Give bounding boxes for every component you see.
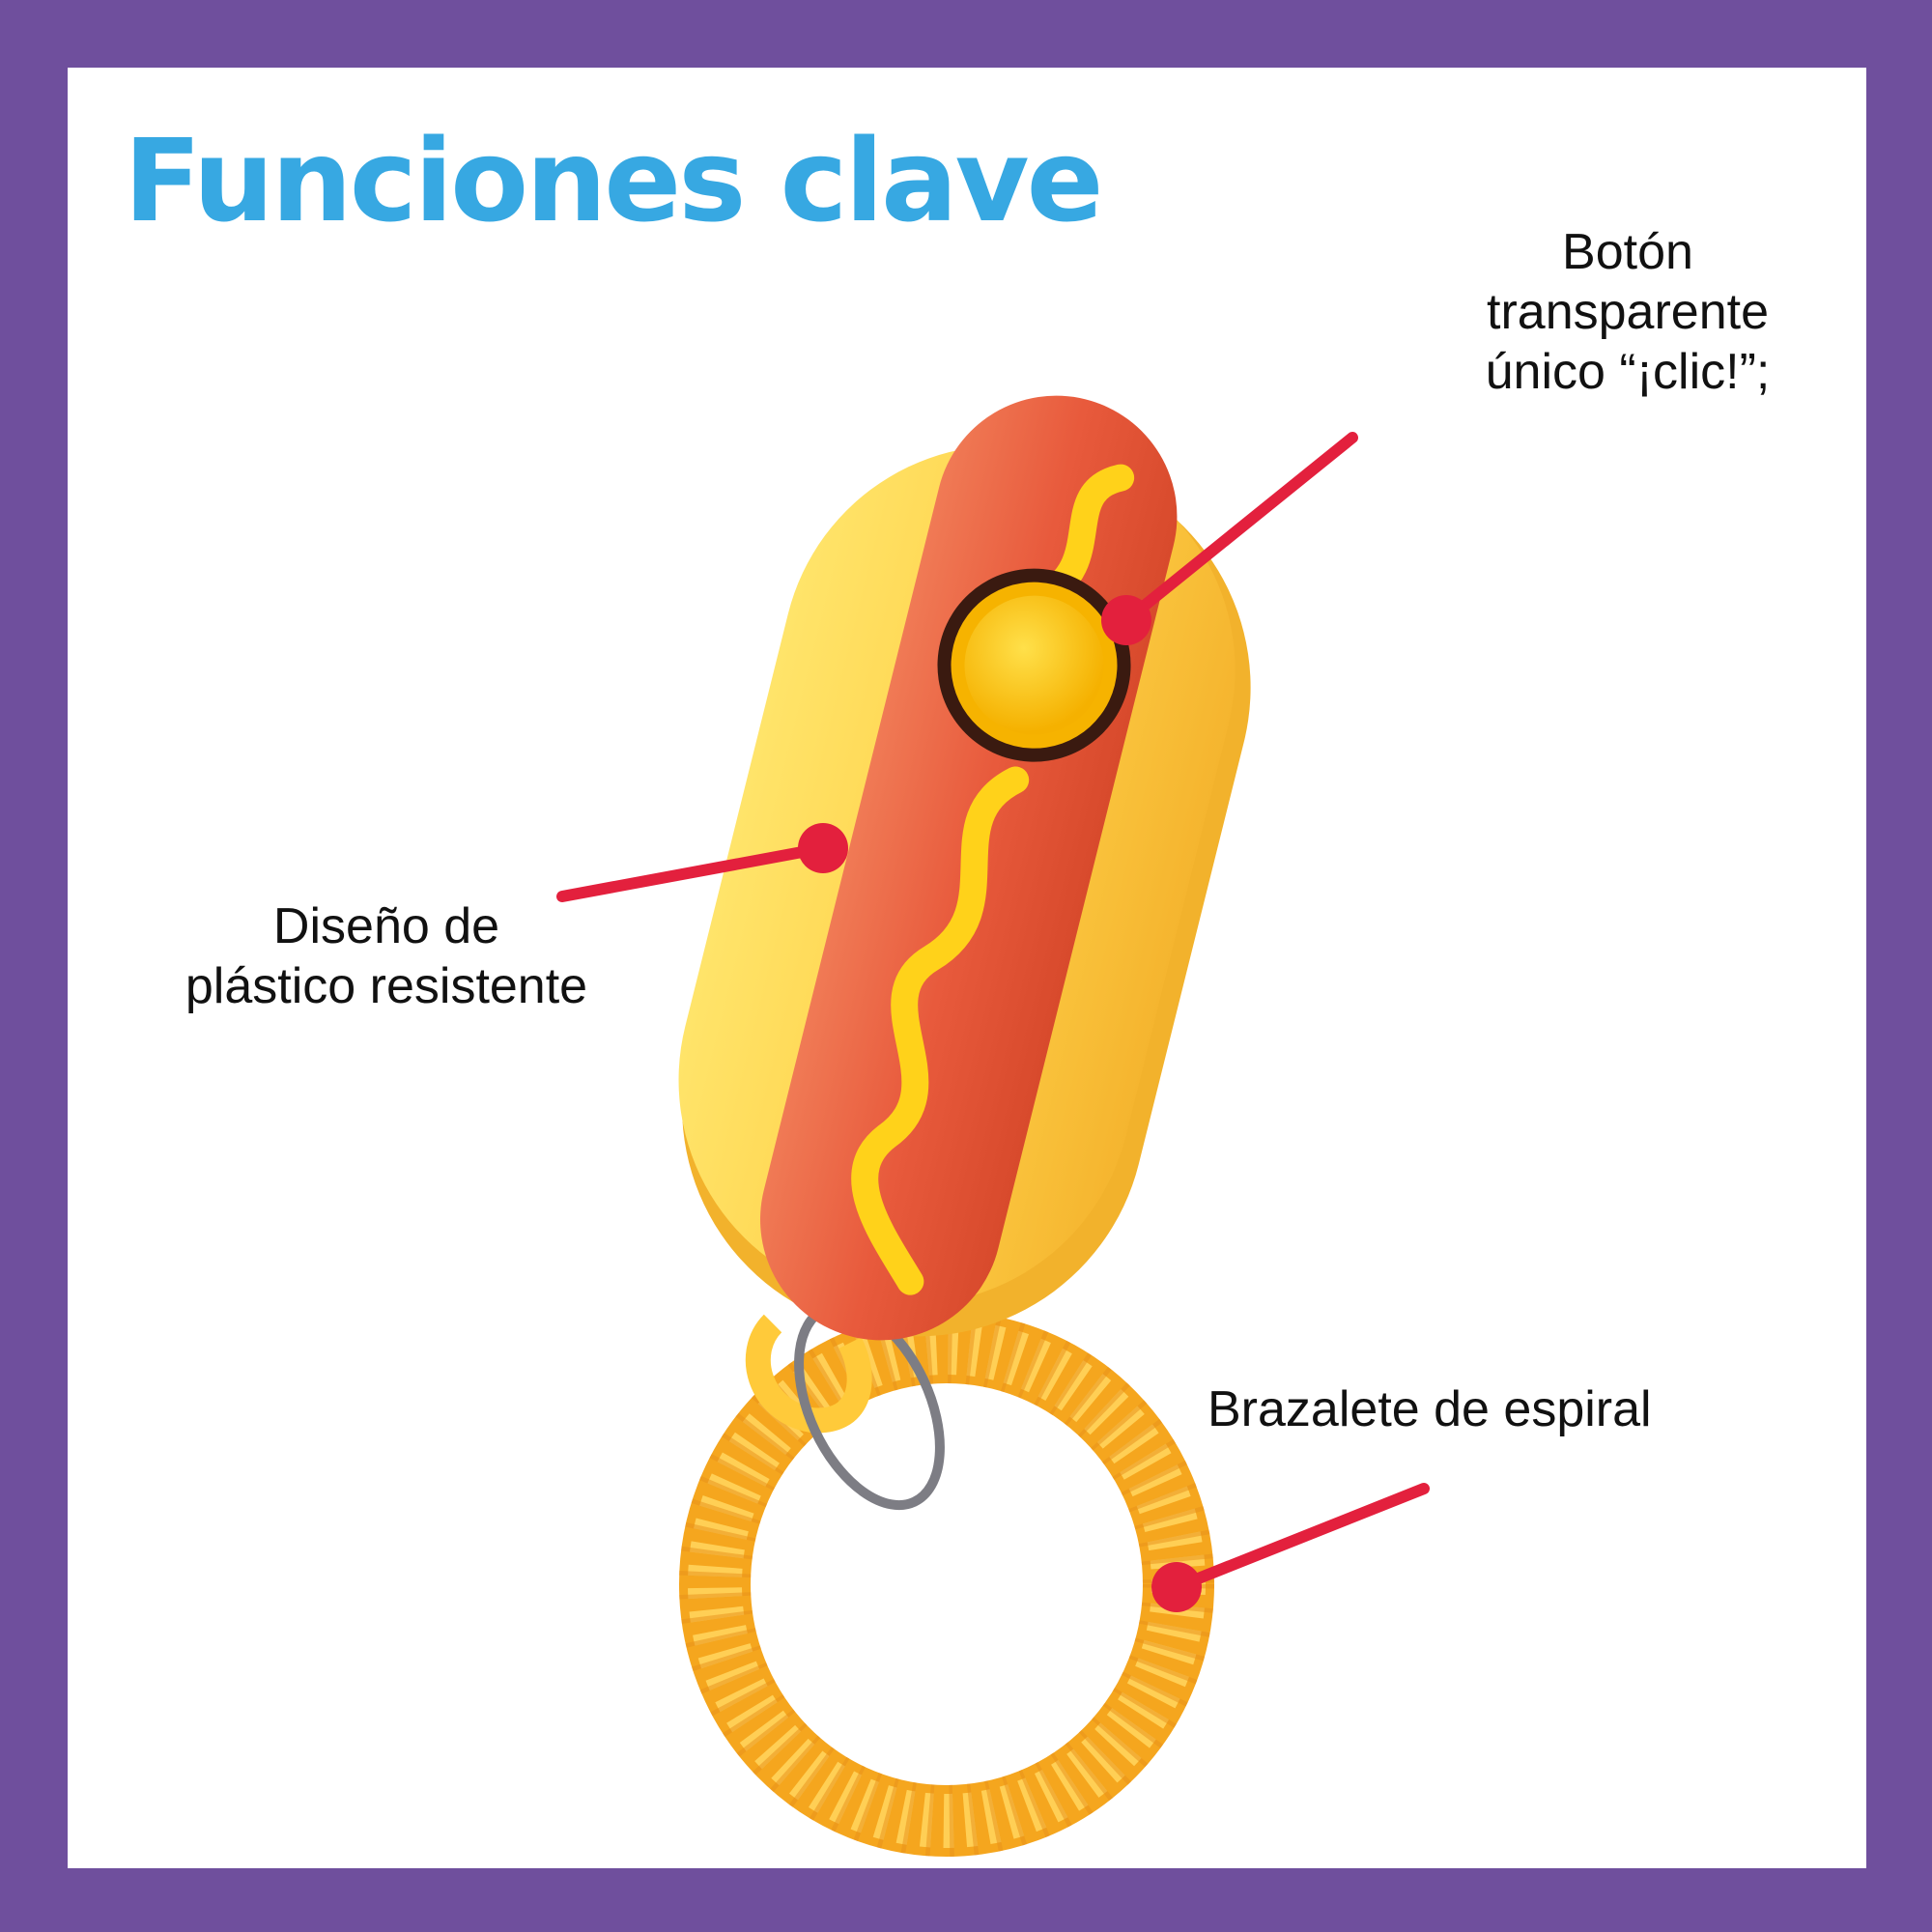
callout-label-line: único “¡clic!”; — [1485, 344, 1771, 400]
callout-label-button: Botón transparente único “¡clic!”; — [1391, 222, 1864, 402]
callout-label-line: Brazalete de espiral — [1208, 1381, 1652, 1437]
callout-coil — [1151, 1483, 1430, 1612]
callout-label-line: Diseño de — [272, 898, 500, 954]
callout-plastic — [556, 823, 848, 902]
callout-label-line: plástico resistente — [185, 958, 588, 1014]
page-title: Funciones clave — [124, 114, 1104, 247]
callout-label-coil: Brazalete de espiral — [1208, 1379, 1768, 1439]
callout-label-line: transparente — [1487, 284, 1769, 340]
click-button-icon[interactable] — [950, 581, 1119, 750]
hot-dog-clicker-icon — [678, 395, 1251, 1341]
callout-label-line: Botón — [1562, 224, 1693, 280]
callout-label-plastic: Diseño de plástico resistente — [116, 896, 657, 1016]
callout-button — [1101, 432, 1358, 645]
